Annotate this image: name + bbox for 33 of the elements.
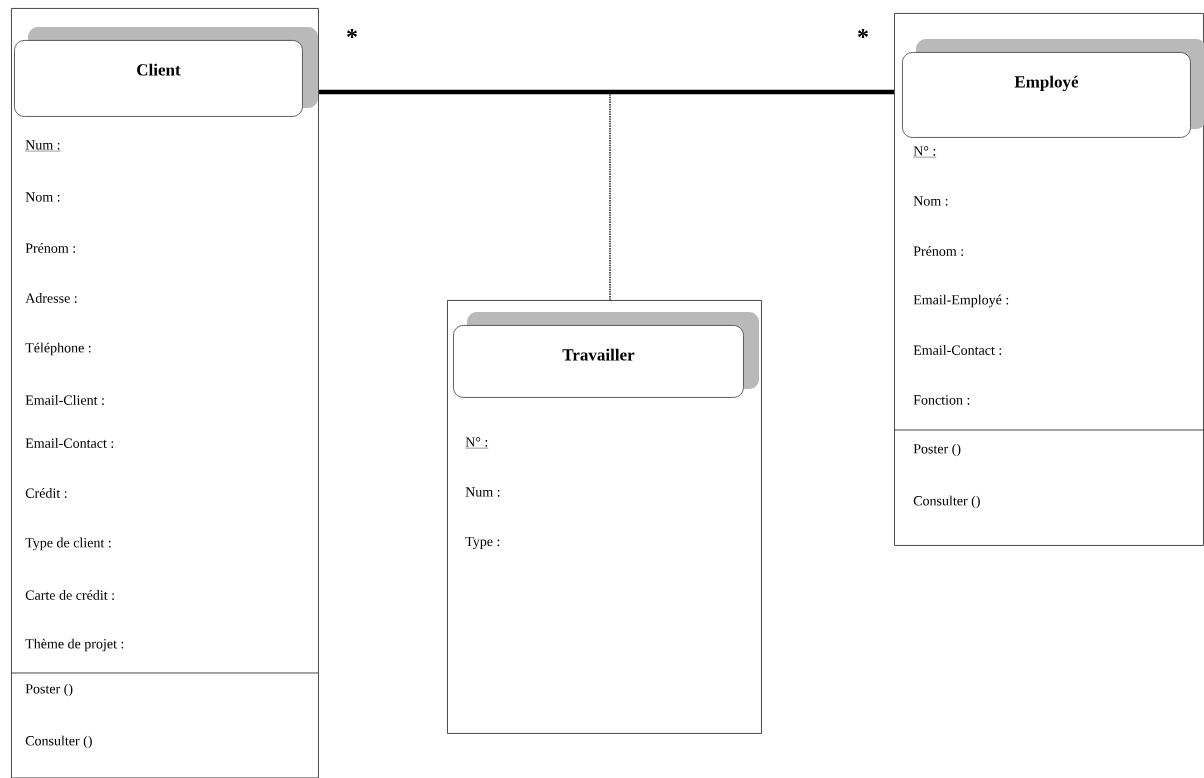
attribute-text: Email-Employé : bbox=[913, 294, 1009, 308]
attribute-text: Type de client : bbox=[25, 537, 111, 551]
class-box bbox=[447, 300, 762, 734]
attribute-text: Crédit : bbox=[25, 488, 67, 498]
attribute-text: Type : bbox=[465, 536, 500, 550]
class-title-box: Client bbox=[14, 27, 318, 117]
attribute-text: Téléphone : bbox=[25, 342, 91, 356]
attribute-text: Prénom : bbox=[913, 246, 963, 256]
class-title-box: Employé bbox=[902, 39, 1204, 138]
attribute-text: Carte de crédit : bbox=[25, 590, 114, 600]
association-line bbox=[318, 89, 894, 95]
attribute-text: Email-Contact : bbox=[913, 345, 1002, 355]
attribute-text: Thème de projet : bbox=[25, 638, 124, 652]
multiplicity-label: * bbox=[347, 29, 357, 39]
attribute-text: Email-Contact : bbox=[25, 438, 114, 448]
attribute-text: N° : bbox=[465, 437, 489, 449]
class-title-box: Travailler bbox=[453, 312, 759, 398]
attribute-text: Email-Client : bbox=[25, 395, 104, 405]
multiplicity-label: * bbox=[858, 29, 868, 39]
attribute-text: Nom : bbox=[25, 192, 60, 202]
attribute-text: Num : bbox=[25, 140, 61, 152]
method-text: Consulter () bbox=[25, 735, 92, 749]
attribute-text: N° : bbox=[913, 146, 937, 158]
method-text: Poster () bbox=[25, 683, 73, 697]
attribute-text: Nom : bbox=[913, 196, 948, 206]
method-text: Consulter () bbox=[913, 495, 980, 509]
attribute-text: Fonction : bbox=[913, 395, 970, 405]
attribute-text: Adresse : bbox=[25, 293, 77, 303]
association-line bbox=[609, 91, 611, 301]
method-text: Poster () bbox=[913, 443, 961, 457]
class-box bbox=[11, 8, 319, 778]
attribute-text: Prénom : bbox=[25, 243, 75, 253]
attribute-text: Num : bbox=[465, 487, 500, 497]
